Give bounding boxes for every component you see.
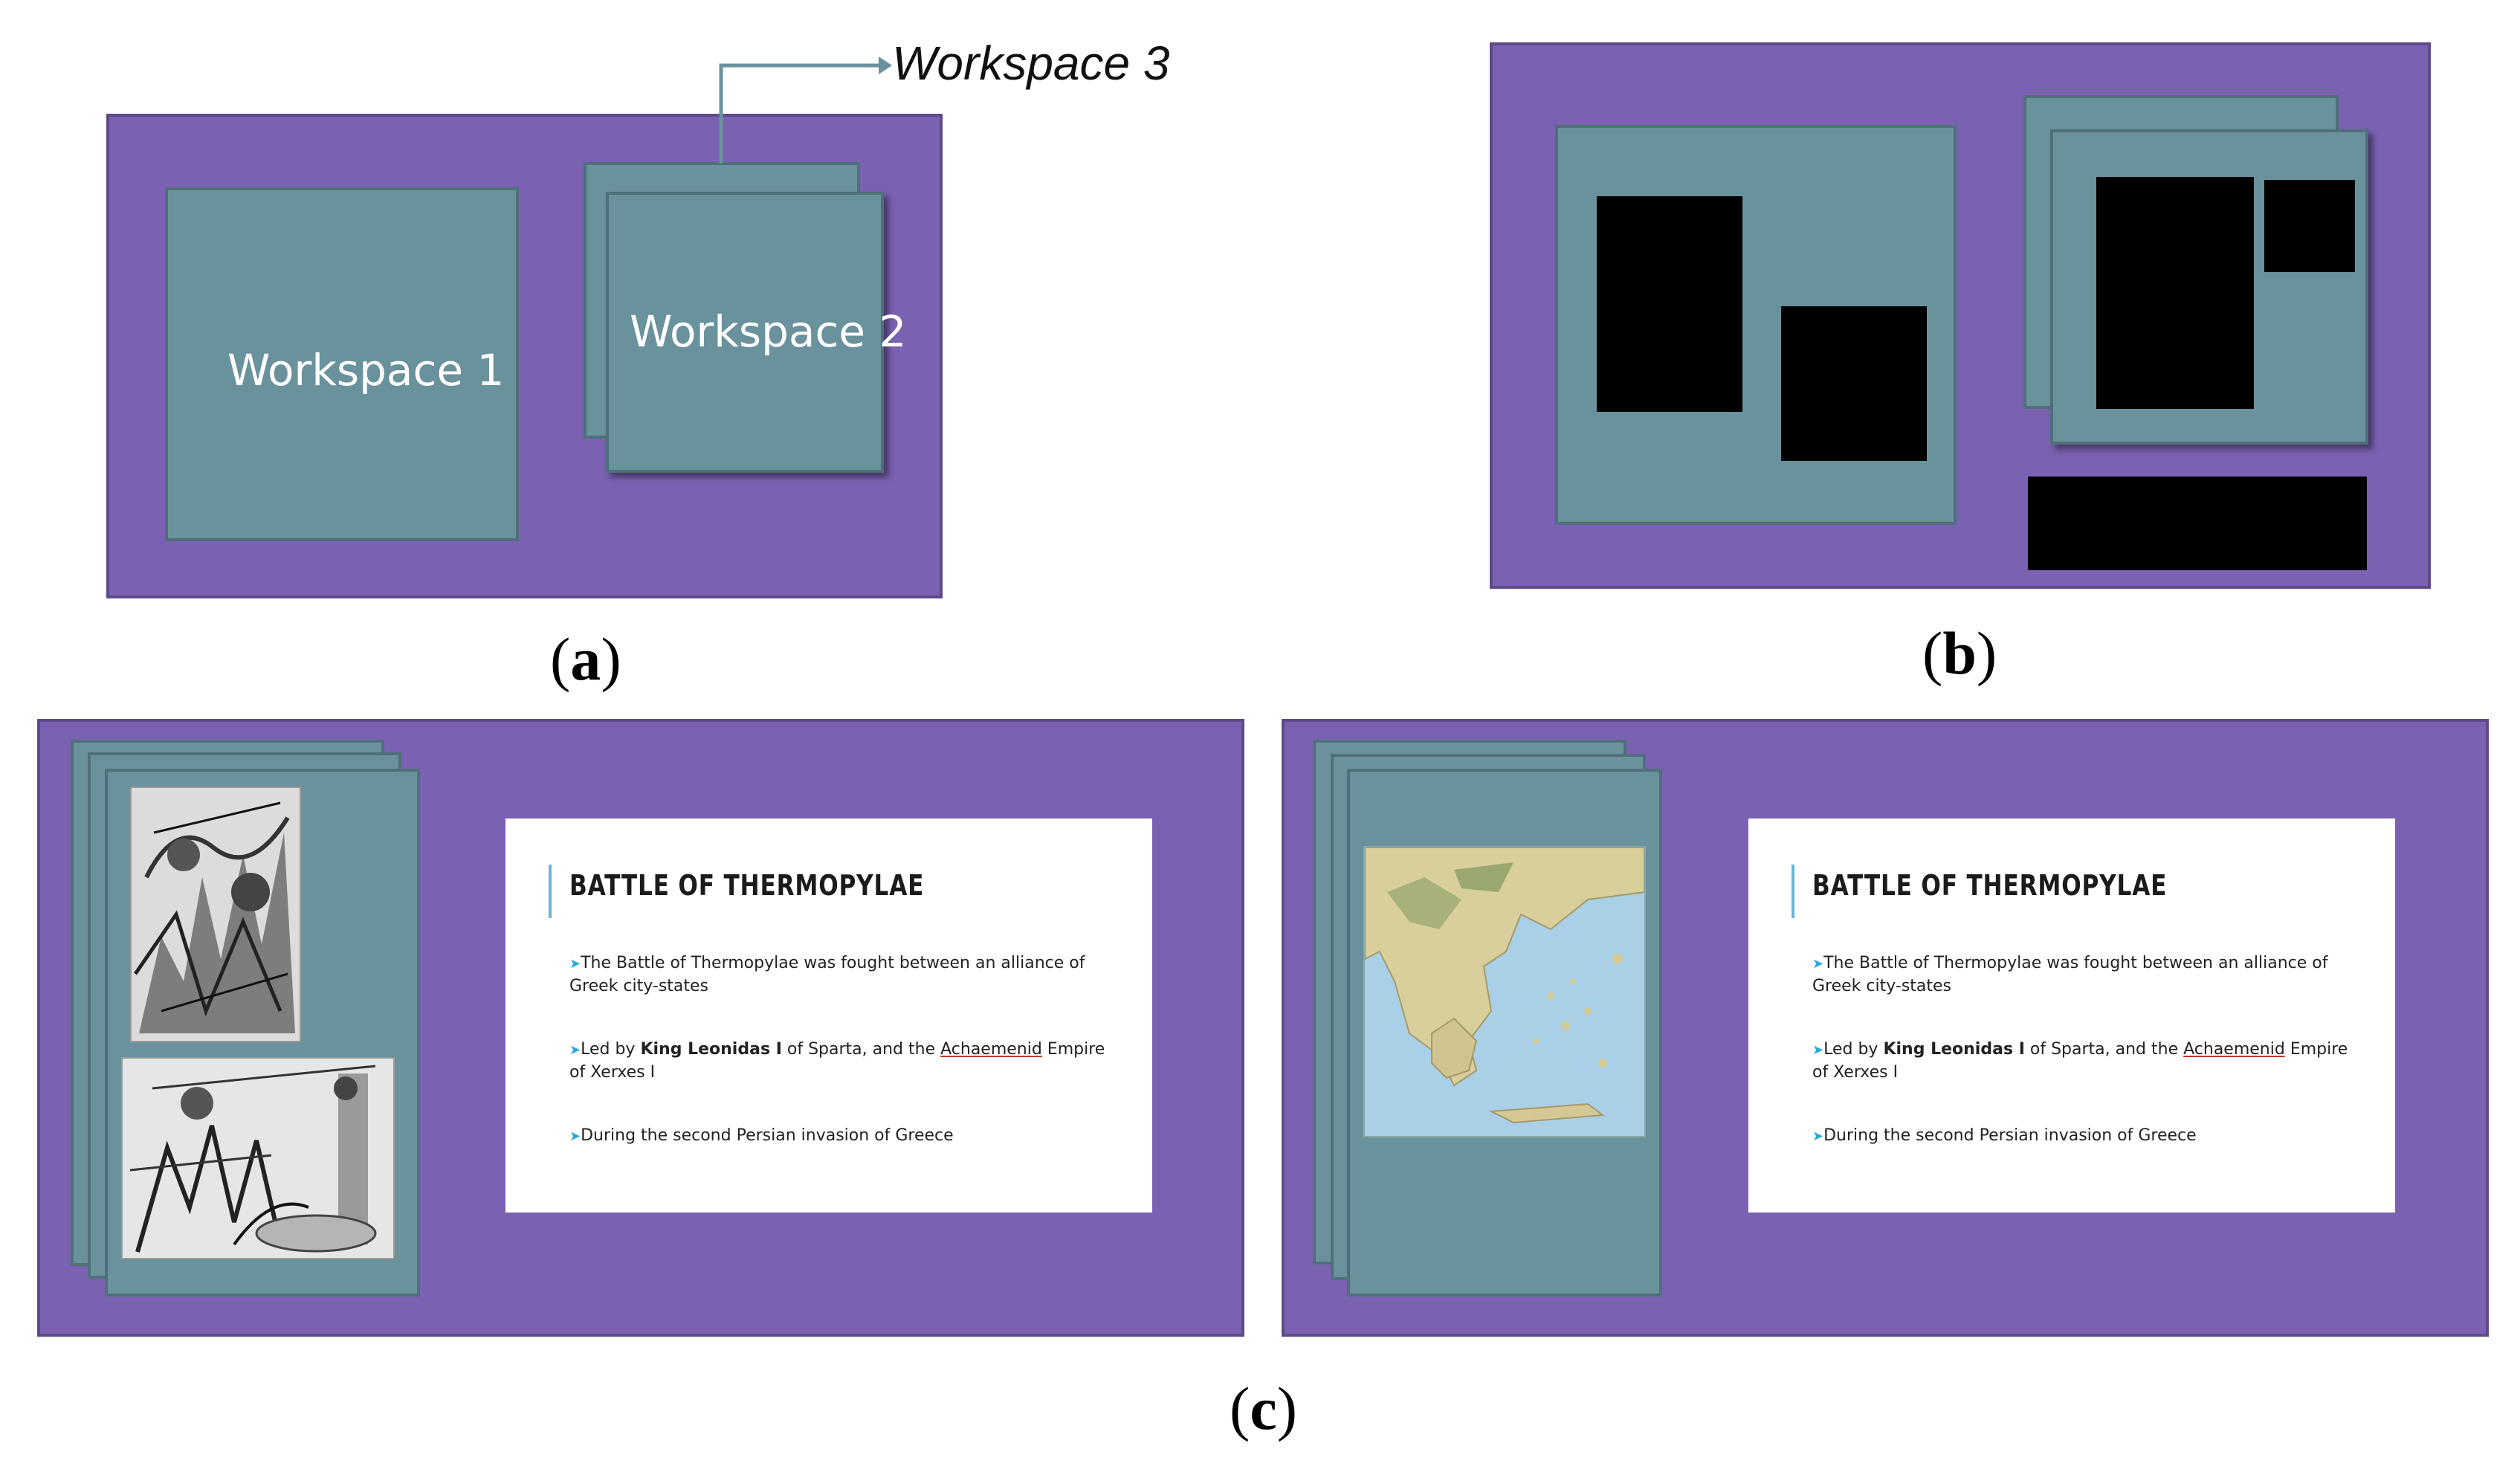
stack-card-front (105, 769, 420, 1297)
slide-title-accent (549, 865, 552, 918)
slide-title: BATTLE OF THERMOPYLAE (1812, 869, 2168, 902)
stack-card-front (1347, 769, 1662, 1297)
bullet-arrow-icon: ➤ (1812, 956, 1824, 972)
caption-c: (c) (1230, 1375, 1298, 1442)
slide-bullet-2: ➤Led by King Leonidas I of Sparta, and t… (569, 1040, 1105, 1082)
slide-title-accent (1792, 865, 1794, 918)
workspace-3-label: Workspace 3 (892, 36, 1170, 90)
window-block (2096, 177, 2254, 409)
battle-illustration-1 (130, 787, 301, 1042)
bullet-arrow-icon: ➤ (569, 1129, 581, 1144)
slide-bullet-1: ➤The Battle of Thermopylae was fought be… (569, 954, 1085, 995)
bullet-arrow-icon: ➤ (569, 956, 581, 972)
battle-illustration-2 (121, 1057, 395, 1259)
panel-b-workspace-left (1555, 125, 1957, 525)
greece-map (1363, 846, 1646, 1137)
slide-bullet-1: ➤The Battle of Thermopylae was fought be… (1812, 954, 2328, 995)
panel-b-workspace-front (2050, 129, 2368, 445)
slide-bullet-2: ➤Led by King Leonidas I of Sparta, and t… (1812, 1040, 2348, 1082)
bullet-arrow-icon: ➤ (1812, 1042, 1824, 1058)
workspace-1: Workspace 1 (165, 187, 519, 541)
workspace-1-label: Workspace 1 (227, 345, 505, 396)
workspace-2-label: Workspace 2 (630, 306, 907, 357)
slide-bullet-3: ➤During the second Persian invasion of G… (569, 1126, 954, 1145)
window-block (2028, 477, 2367, 570)
workspace-2: Workspace 2 (606, 192, 906, 473)
window-block (2264, 180, 2355, 272)
window-block (1597, 196, 1742, 412)
bullet-arrow-icon: ➤ (1812, 1129, 1824, 1144)
bullet-arrow-icon: ➤ (569, 1042, 581, 1058)
caption-b: (b) (1922, 619, 1997, 687)
slide-left: BATTLE OF THERMOPYLAE ➤The Battle of The… (505, 819, 1152, 1213)
workspace-3-arrow (719, 56, 892, 164)
slide-bullet-3: ➤During the second Persian invasion of G… (1812, 1126, 2197, 1145)
slide-title: BATTLE OF THERMOPYLAE (569, 869, 925, 902)
slide-right: BATTLE OF THERMOPYLAE ➤The Battle of The… (1748, 819, 2395, 1213)
window-block (1781, 306, 1927, 461)
caption-a: (a) (550, 625, 621, 693)
